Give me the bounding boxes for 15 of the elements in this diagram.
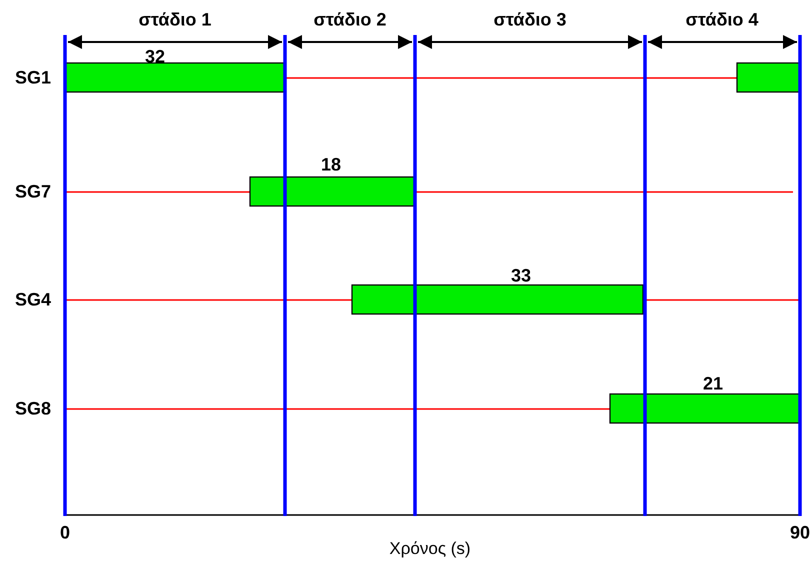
- signal-group-label: SG1: [14, 68, 52, 88]
- stage-label: στάδιο 3: [494, 10, 566, 30]
- signal-group-label: SG4: [14, 290, 52, 310]
- duration-label: 21: [702, 374, 724, 394]
- duration-label: 18: [320, 154, 342, 176]
- stage-label: στάδιο 4: [686, 10, 758, 30]
- axis-tick-label: 0: [60, 522, 70, 544]
- stage-label: στάδιο 2: [314, 10, 386, 30]
- duration-label: 32: [144, 46, 166, 68]
- stage-label: στάδιο 1: [138, 10, 212, 30]
- axis-tick-label: 90: [790, 522, 810, 544]
- duration-label: 33: [510, 266, 532, 286]
- axis-title: Χρόνος (s): [389, 539, 471, 559]
- signal-group-label: SG8: [14, 398, 52, 420]
- signal-group-label: SG7: [14, 182, 52, 202]
